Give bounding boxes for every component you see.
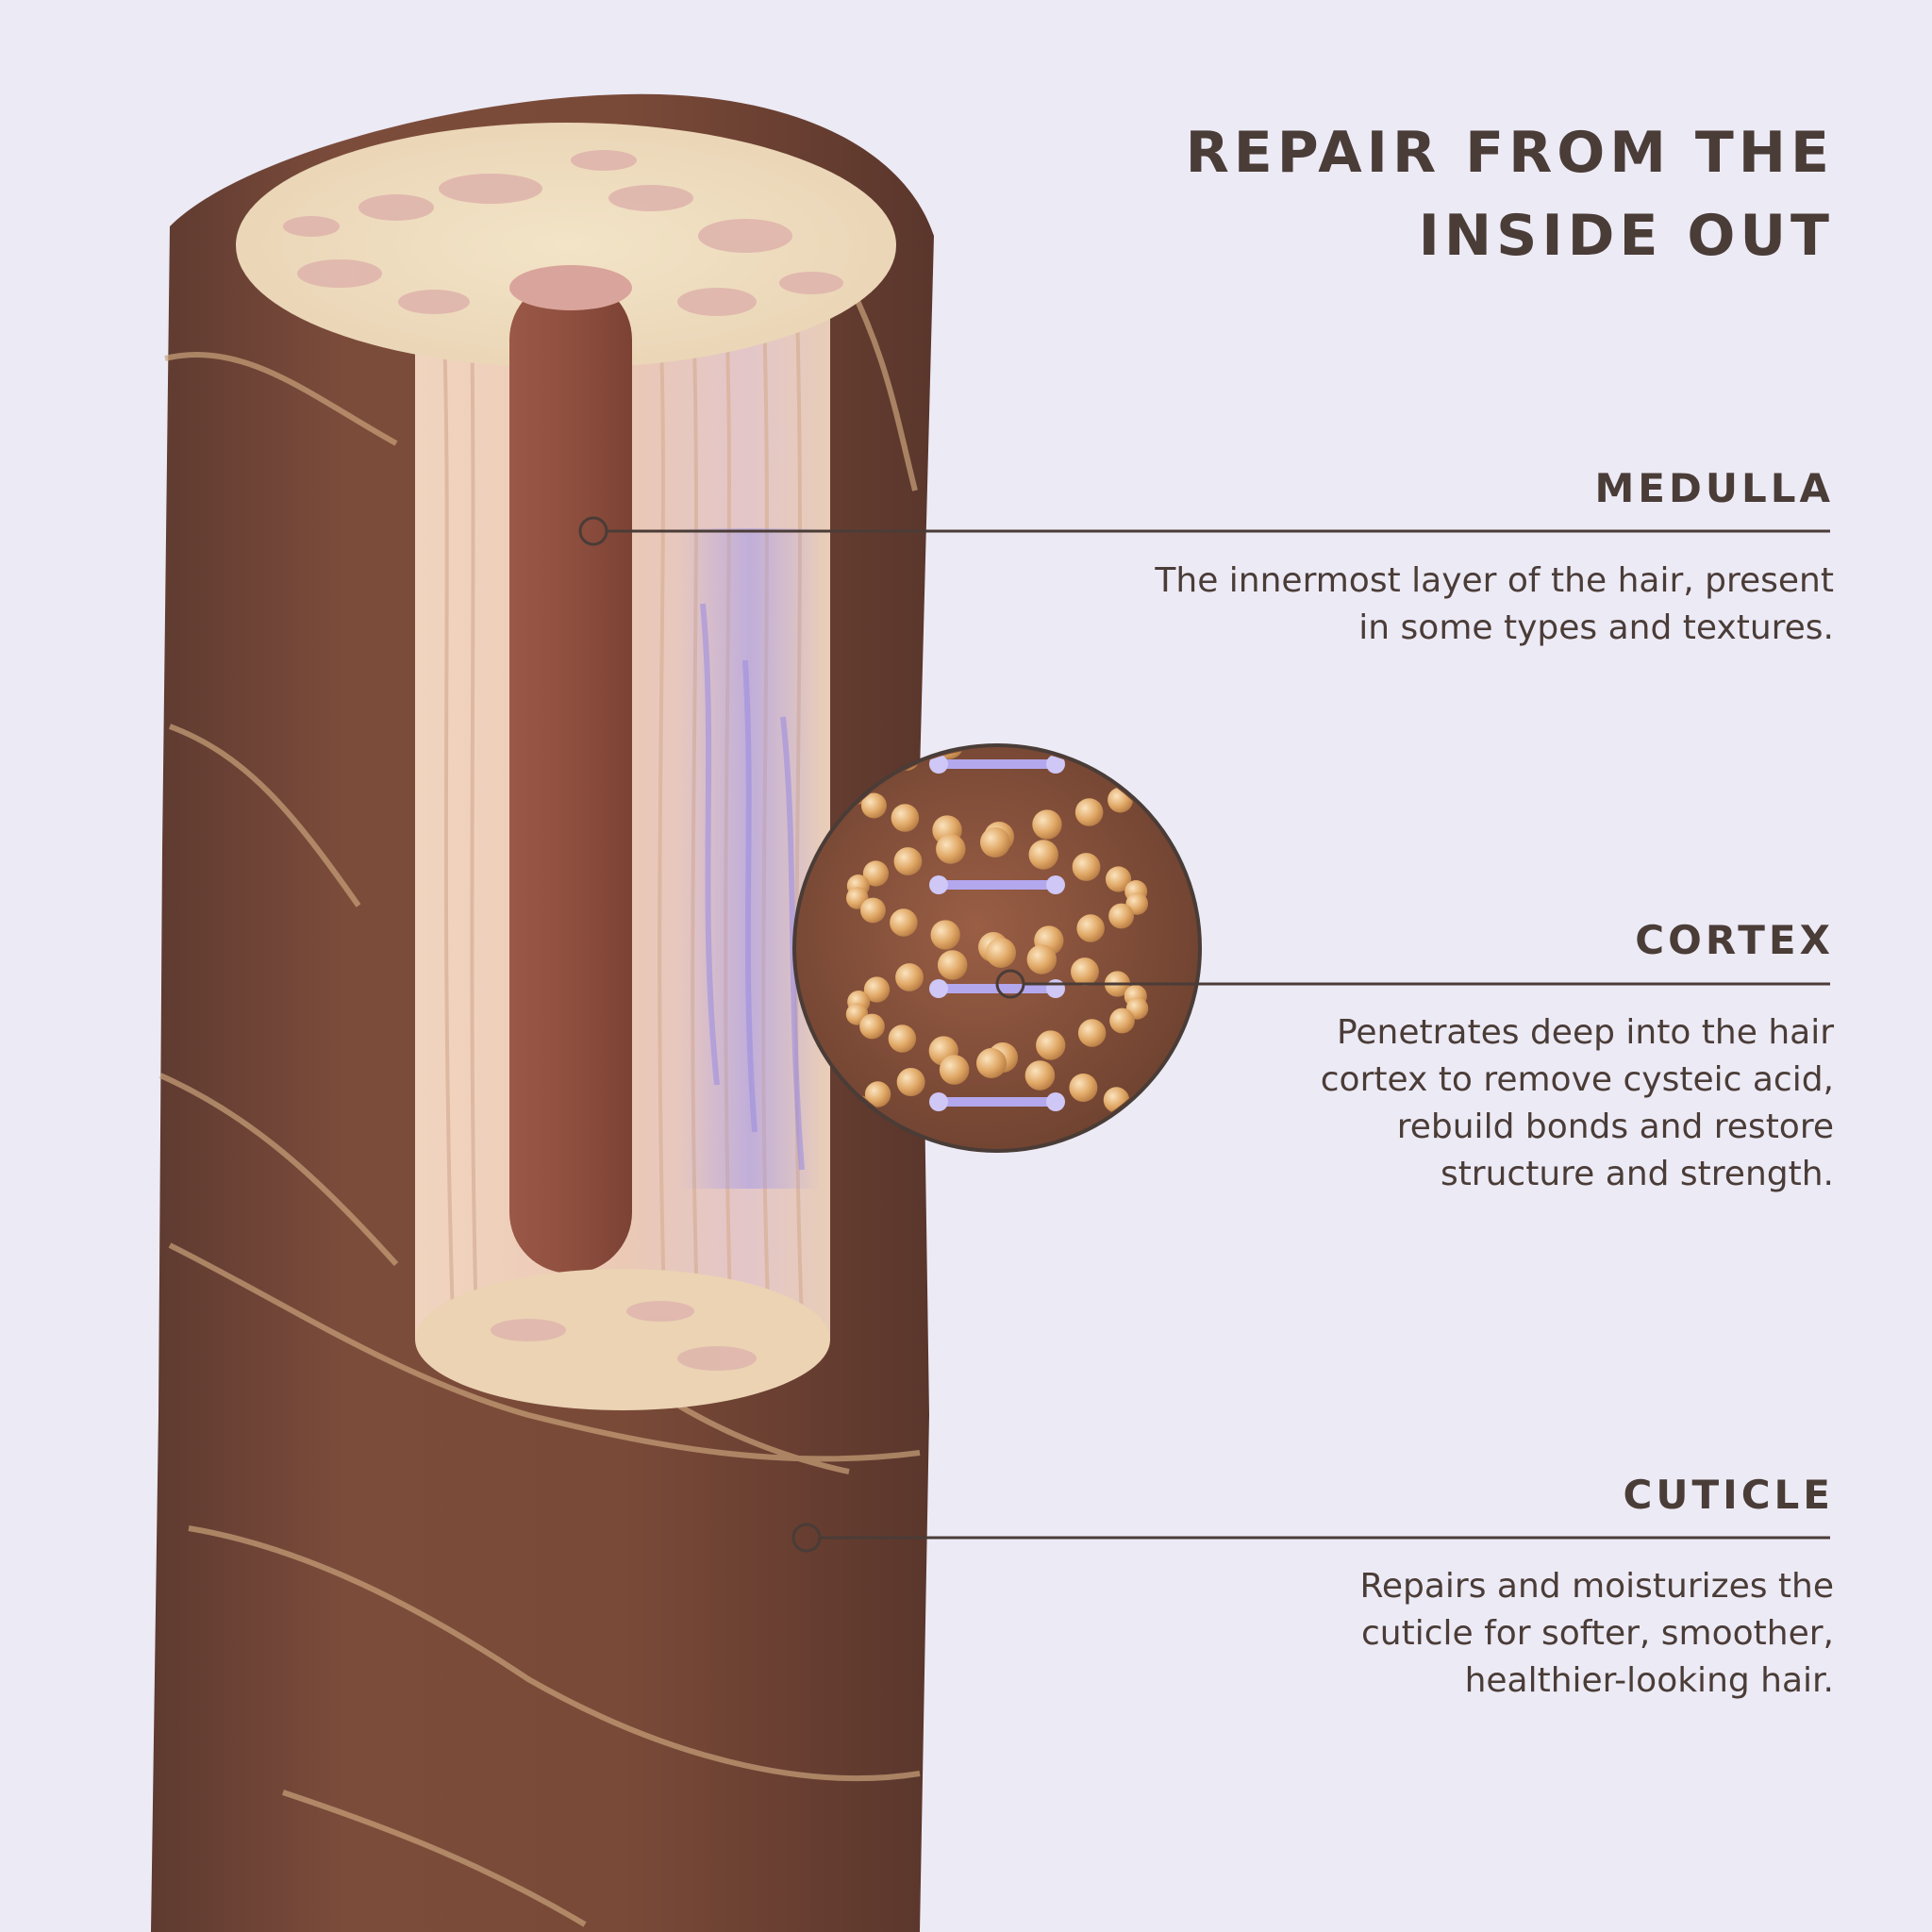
cortex-marker <box>995 969 1025 999</box>
cortex-desc-line: Penetrates deep into the hair <box>1336 1013 1834 1052</box>
amino-bead <box>979 827 1010 858</box>
medulla-marker <box>578 516 608 546</box>
bond-node <box>929 755 948 774</box>
bond-node <box>929 1092 948 1111</box>
amino-bead <box>1072 853 1101 881</box>
cuticle-description: Repairs and moisturizes the cuticle for … <box>1023 1563 1834 1705</box>
amino-bead <box>1074 798 1104 826</box>
cutaway-bottom <box>415 1269 830 1410</box>
amino-bead <box>863 976 891 1003</box>
amino-bead <box>990 1158 1020 1189</box>
title-line-1: REPAIR FROM THE <box>1185 120 1834 186</box>
cross-section-blotches <box>283 150 843 316</box>
amino-bead <box>1076 914 1105 942</box>
amino-bead <box>936 834 966 864</box>
amino-bead <box>1024 1060 1056 1091</box>
cuticle-desc-line: healthier-looking hair. <box>1464 1661 1834 1700</box>
title-line-2: INSIDE OUT <box>1418 203 1834 269</box>
bond-node <box>929 979 948 998</box>
callout-lines <box>607 529 1830 1540</box>
bond-glow-streaks <box>700 603 805 1171</box>
amino-bead <box>896 1068 925 1096</box>
cortex-heading: CORTEX <box>1635 917 1834 963</box>
cuticle-marker <box>791 1523 822 1553</box>
bond-node <box>1046 1092 1065 1111</box>
amino-bead <box>930 920 960 950</box>
medulla-core <box>509 278 632 1274</box>
medulla-desc-line: The innermost layer of the hair, present <box>1155 561 1834 600</box>
amino-bead <box>890 908 918 937</box>
amino-bead <box>982 717 1012 747</box>
amino-bead <box>1069 1074 1098 1102</box>
amino-bead <box>1107 750 1133 776</box>
medulla-heading: MEDULLA <box>1594 465 1834 511</box>
amino-bead <box>862 860 890 887</box>
amino-bead <box>1108 903 1134 929</box>
amino-bead <box>982 711 1012 741</box>
amino-bead <box>893 847 923 875</box>
medulla-description: The innermost layer of the hair, present… <box>1023 558 1834 652</box>
amino-bead <box>975 1048 1007 1078</box>
medulla-top <box>509 265 632 310</box>
amino-bead <box>1032 809 1062 840</box>
cortex-description: Penetrates deep into the hair cortex to … <box>1023 1009 1834 1198</box>
amino-bead <box>895 963 924 991</box>
amino-bead <box>1036 1030 1066 1060</box>
amino-bead <box>937 950 968 980</box>
cuticle-desc-line: Repairs and moisturizes the <box>1359 1567 1834 1606</box>
amino-bead <box>1105 866 1132 892</box>
amino-bead <box>860 792 887 819</box>
amino-bead <box>1108 787 1134 813</box>
amino-bead <box>860 897 886 924</box>
amino-bead <box>864 1081 891 1108</box>
cuticle-heading: CUTICLE <box>1623 1472 1834 1518</box>
cortex-desc-line: rebuild bonds and restore <box>1396 1108 1834 1146</box>
amino-bead <box>1028 840 1058 870</box>
bond-node <box>929 875 948 894</box>
medulla-desc-line: in some types and textures. <box>1358 608 1834 647</box>
page-title: REPAIR FROM THE INSIDE OUT <box>985 111 1834 277</box>
bond-node <box>1046 755 1065 774</box>
bond-node <box>1046 875 1065 894</box>
cuticle-scales <box>158 281 921 1927</box>
cortex-desc-line: cortex to remove cysteic acid, <box>1320 1060 1834 1099</box>
cortex-desc-line: structure and strength. <box>1440 1155 1834 1193</box>
amino-bead <box>986 938 1017 968</box>
amino-bead <box>1026 944 1058 974</box>
amino-bead <box>1124 764 1148 787</box>
amino-bead <box>1077 1019 1107 1047</box>
cuticle-desc-line: cuticle for softer, smoother, <box>1360 1614 1834 1653</box>
amino-bead <box>1109 1008 1135 1034</box>
bond-node <box>1046 979 1065 998</box>
amino-bead <box>888 1024 917 1053</box>
amino-bead <box>1071 958 1099 986</box>
amino-bead <box>974 1153 1005 1183</box>
amino-bead <box>859 1013 885 1040</box>
amino-bead <box>939 1055 970 1085</box>
amino-bead <box>891 804 920 832</box>
